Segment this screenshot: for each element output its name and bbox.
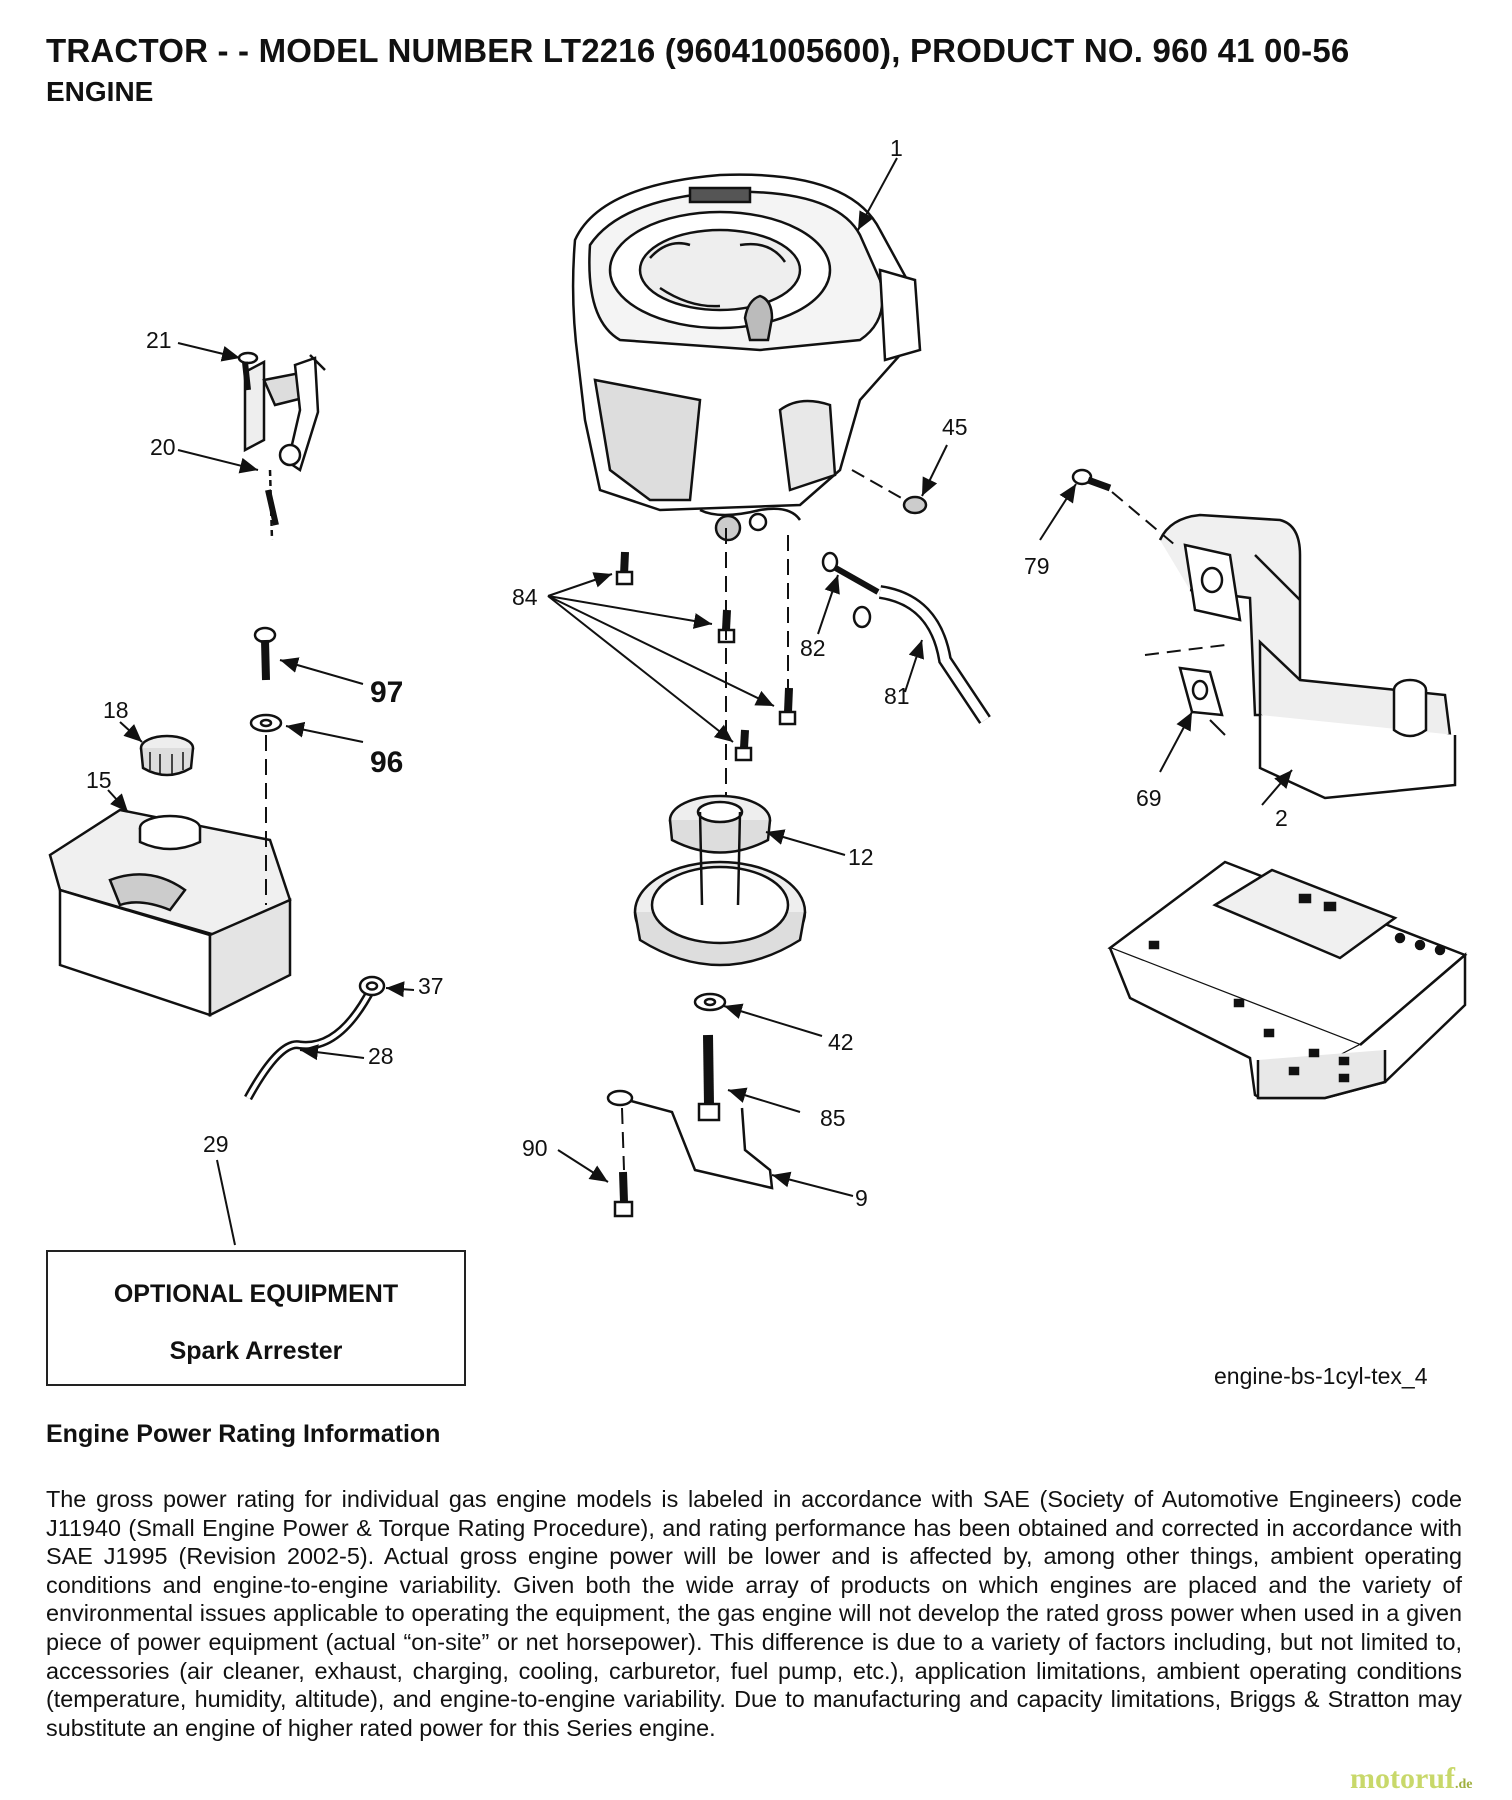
fuel-cap-part[interactable] — [139, 734, 195, 777]
callout-97: 97 — [370, 676, 403, 709]
callout-29: 29 — [203, 1131, 229, 1157]
rating-paragraph: The gross power rating for individual ga… — [46, 1486, 1462, 1741]
callout-21: 21 — [146, 327, 172, 353]
washer-42[interactable] — [693, 992, 727, 1012]
callout-42: 42 — [828, 1029, 854, 1055]
callout-28: 28 — [368, 1043, 394, 1069]
callout-84: 84 — [512, 584, 538, 610]
watermark-suffix: .de — [1454, 1777, 1473, 1792]
callout-81: 81 — [884, 683, 910, 709]
screw-79[interactable] — [1071, 468, 1112, 492]
hose-clamp-37[interactable] — [358, 975, 386, 997]
throttle-control-bracket[interactable] — [243, 354, 326, 541]
callout-9: 9 — [855, 1185, 868, 1211]
bracket-9[interactable] — [606, 1089, 774, 1190]
fuel-line-part[interactable] — [244, 985, 376, 1101]
callout-12: 12 — [848, 844, 874, 870]
optional-equipment-title: OPTIONAL EQUIPMENT — [113, 1280, 399, 1308]
bolt-85[interactable] — [697, 1034, 721, 1122]
callout-2: 2 — [1275, 805, 1288, 831]
callout-85: 85 — [820, 1105, 846, 1131]
diagram-reference-code: engine-bs-1cyl-tex_4 — [1214, 1363, 1428, 1389]
page-title: TRACTOR - - MODEL NUMBER LT2216 (9604100… — [46, 32, 1350, 69]
rating-heading: Engine Power Rating Information — [46, 1420, 441, 1448]
callout-37: 37 — [418, 973, 444, 999]
callout-45: 45 — [942, 414, 968, 440]
callout-96: 96 — [370, 746, 403, 779]
callout-90: 90 — [522, 1135, 548, 1161]
optional-equipment-box: OPTIONAL EQUIPMENT Spark Arrester — [46, 1250, 466, 1386]
callout-15: 15 — [86, 767, 112, 793]
engine-part[interactable] — [571, 173, 922, 542]
washer-96[interactable] — [249, 713, 283, 733]
screw-97[interactable] — [253, 626, 277, 681]
optional-equipment-item: Spark Arrester — [169, 1337, 343, 1365]
section-title: ENGINE — [46, 76, 154, 107]
callout-79: 79 — [1024, 553, 1050, 579]
engine-mounting-plate[interactable] — [1107, 860, 1468, 1100]
gasket-69[interactable] — [1178, 666, 1224, 717]
callout-18: 18 — [103, 697, 129, 723]
watermark-main: motoruf — [1350, 1762, 1455, 1795]
engine-bolt-84[interactable] — [615, 551, 797, 762]
muffler-part[interactable] — [1158, 513, 1457, 800]
clamp-82[interactable] — [821, 551, 880, 629]
callout-82: 82 — [800, 635, 826, 661]
callout-20: 20 — [150, 434, 176, 460]
nut-45[interactable] — [902, 495, 928, 515]
bolt-90[interactable] — [613, 1171, 634, 1218]
leader-lines — [107, 157, 1293, 1246]
callout-69: 69 — [1136, 785, 1162, 811]
engine-pulley-part[interactable] — [633, 794, 807, 967]
watermark-logo: motoruf.de — [1350, 1762, 1472, 1796]
fuel-tank-part[interactable] — [48, 808, 292, 1018]
screw-21[interactable] — [237, 351, 259, 391]
callout-1: 1 — [890, 135, 903, 161]
